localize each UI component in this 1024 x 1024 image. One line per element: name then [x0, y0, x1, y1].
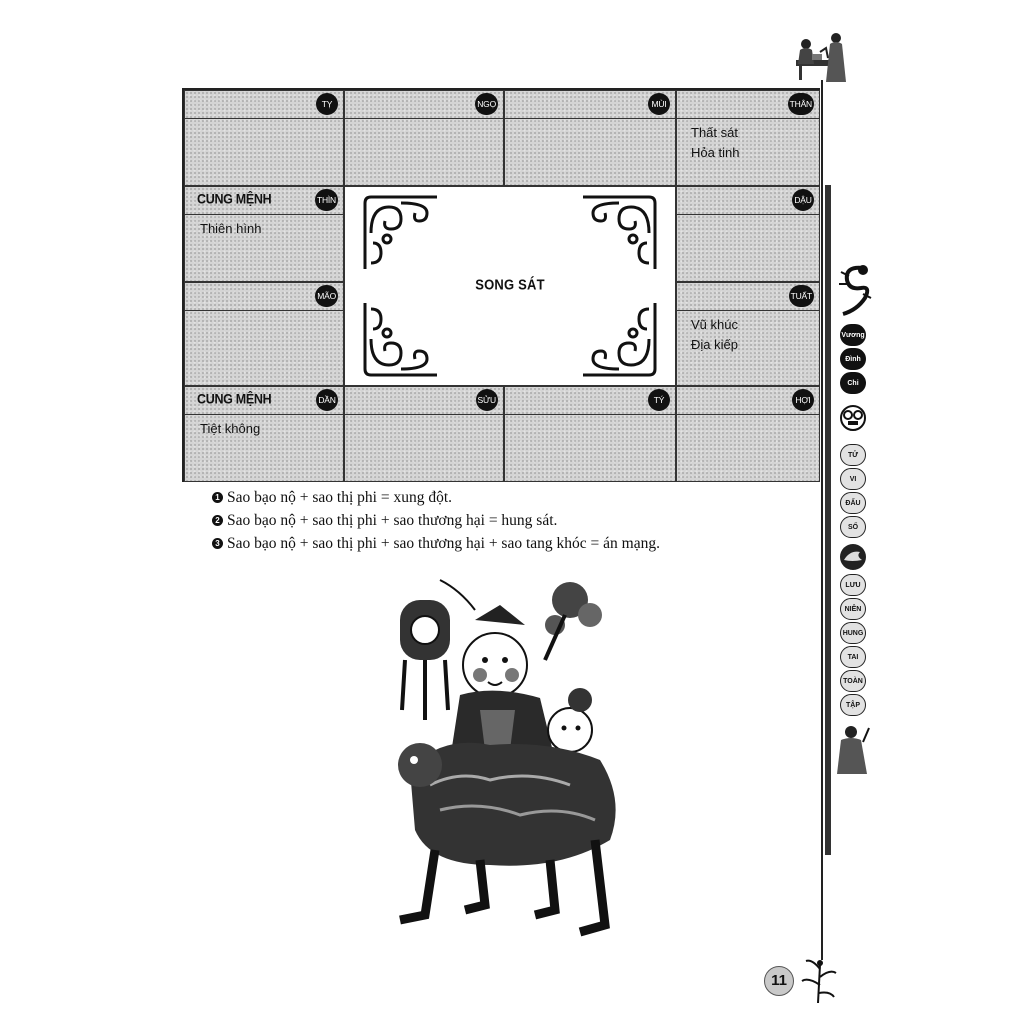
palace-header — [505, 91, 675, 119]
sidebar-badge: TẬP — [840, 694, 866, 716]
note-number: 2 — [212, 515, 223, 526]
cloud-scroll-icon — [583, 195, 657, 269]
palace-stars: Thiên hình — [200, 219, 261, 239]
palace-cell: SỬU — [344, 386, 504, 482]
palace-cell: MÙI — [504, 90, 676, 186]
note-number: 3 — [212, 538, 223, 549]
palace-label: CUNG MỆNH — [197, 191, 272, 207]
palace-header — [185, 91, 343, 119]
sidebar-badge: TỬ — [840, 444, 866, 466]
palace-label: CUNG MỆNH — [197, 391, 272, 407]
margin-bar — [825, 185, 831, 855]
sidebar-badge: Chi — [840, 372, 866, 394]
margin-rule — [821, 80, 823, 960]
sidebar-badge: NIÊN — [840, 598, 866, 620]
palace-header — [677, 283, 819, 311]
sidebar-badge: TOÀN — [840, 670, 866, 692]
palace-cell: MÃO — [184, 282, 344, 386]
palace-header — [677, 387, 819, 415]
branch-badge: TÝ — [648, 389, 670, 411]
palace-cell: TÝ — [504, 386, 676, 482]
branch-badge: SỬU — [475, 389, 498, 411]
note-item: 1 Sao bạo nộ + sao thị phi = xung đột. — [212, 486, 660, 509]
branch-badge: THÌN — [314, 189, 338, 211]
cloud-scroll-icon — [583, 303, 657, 377]
branch-badge: DẬU — [792, 189, 814, 211]
note-text: Sao bạo nộ + sao thị phi = xung đột. — [227, 489, 452, 506]
note-number: 1 — [212, 492, 223, 503]
palace-cell: TỴ — [184, 90, 344, 186]
star-name: Địa kiếp — [691, 337, 738, 352]
crane-icon — [840, 544, 866, 570]
notes-list: 1 Sao bạo nộ + sao thị phi = xung đột. 2… — [212, 486, 660, 555]
child-riding-qilin-illustration — [398, 579, 616, 937]
note-item: 3 Sao bạo nộ + sao thị phi + sao thương … — [212, 532, 660, 555]
sidebar-badge: TAI — [840, 646, 866, 668]
branch-badge: MÙI — [648, 93, 670, 115]
plant-flourish-icon — [801, 959, 837, 1004]
note-text: Sao bạo nộ + sao thị phi + sao thương hạ… — [227, 512, 558, 529]
star-name: Thiên hình — [200, 221, 262, 236]
cloud-scroll-icon — [363, 195, 437, 269]
sidebar-badge: HUNG — [840, 622, 866, 644]
page-number: 11 — [764, 966, 794, 996]
sidebar-badge: SỐ — [840, 516, 866, 538]
palace-header — [677, 91, 819, 119]
sage-figure-icon — [837, 726, 870, 774]
note-item: 2 Sao bạo nộ + sao thị phi + sao thương … — [212, 509, 660, 532]
palace-header — [185, 187, 343, 215]
sidebar-badge: LƯU — [840, 574, 866, 596]
palace-header — [185, 283, 343, 311]
branch-badge: THÂN — [787, 93, 814, 115]
chart-center-title: SONG SÁT — [475, 276, 545, 293]
branch-badge: NGỌ — [475, 93, 498, 115]
dragon-icon — [839, 265, 872, 316]
sidebar-badge: Vương — [840, 324, 866, 346]
palace-cell: HỢI — [676, 386, 820, 482]
sidebar-badge: ĐẨU — [840, 492, 866, 514]
sidebar-badge: VI — [840, 468, 866, 490]
branch-badge: TUẤT — [788, 285, 814, 307]
palace-cell: DẬU — [676, 186, 820, 282]
palace-header — [677, 187, 819, 215]
sidebar-badge: Đình — [840, 348, 866, 370]
star-name: Tiệt không — [200, 421, 261, 436]
palace-cell: NGỌ — [344, 90, 504, 186]
palace-stars: Tiệt không — [200, 419, 260, 439]
palace-header — [345, 91, 503, 119]
star-name: Thất sát — [691, 125, 738, 140]
star-name: Hỏa tinh — [691, 145, 740, 160]
note-text: Sao bạo nộ + sao thị phi + sao thương hạ… — [227, 535, 660, 552]
star-name: Vũ khúc — [691, 317, 738, 332]
cloud-scroll-icon — [363, 303, 437, 377]
branch-badge: HỢI — [792, 389, 814, 411]
branch-badge: MÃO — [315, 285, 338, 307]
branch-badge: TỴ — [316, 93, 338, 115]
palace-header — [345, 387, 503, 415]
palace-cell: CUNG MỆNH DẦN Tiệt không — [184, 386, 344, 482]
ornament-seal-icon — [840, 405, 866, 431]
palace-cell: CUNG MỆNH THÌN Thiên hình — [184, 186, 344, 282]
branch-badge: DẦN — [316, 389, 338, 411]
chart-center: SONG SÁT — [344, 186, 676, 386]
palace-header — [185, 387, 343, 415]
palace-header — [505, 387, 675, 415]
scholars-illustration — [796, 33, 846, 82]
